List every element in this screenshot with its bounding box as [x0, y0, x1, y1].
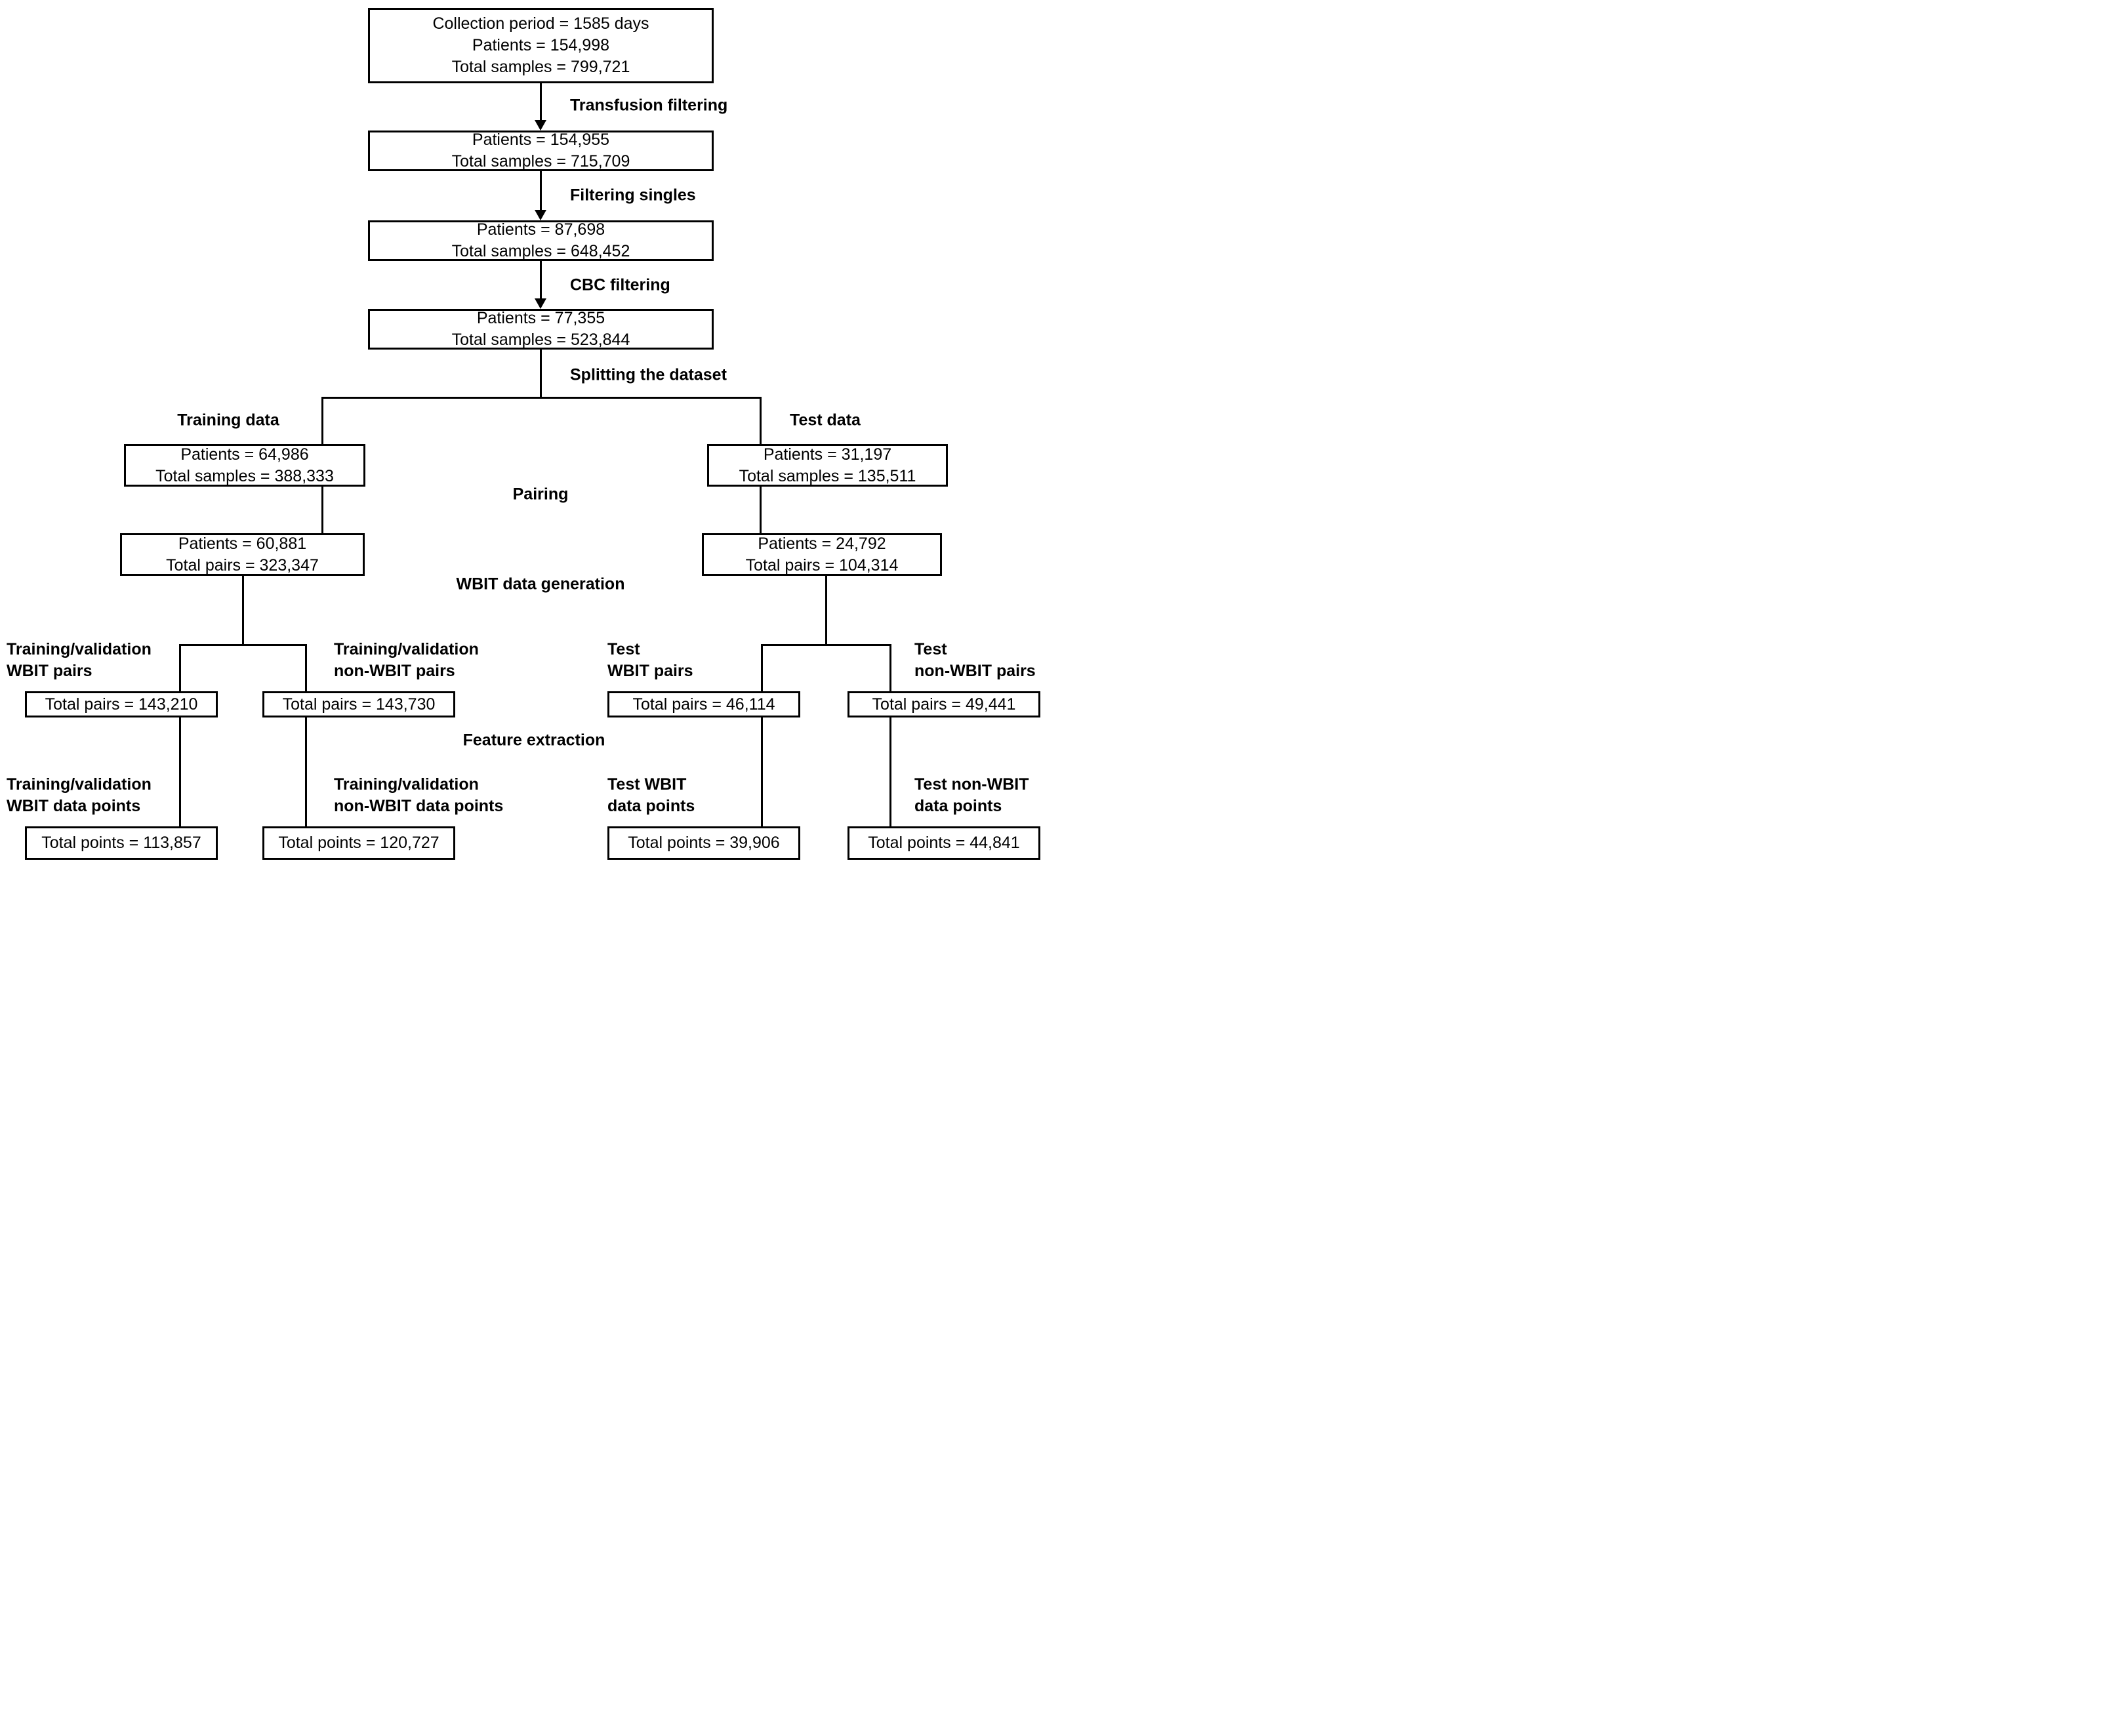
- label-line: Training/validation: [334, 640, 479, 658]
- box-line: Total points = 113,857: [41, 834, 201, 852]
- label-training-wbit-pairs: Training/validation WBIT pairs: [7, 639, 152, 682]
- connector-feature-2-line: [305, 717, 307, 826]
- box-line: Patients = 24,792: [758, 534, 886, 553]
- box-line: Total pairs = 104,314: [745, 555, 899, 575]
- split-stem-line: [540, 350, 542, 397]
- arrow-line-singles: [540, 171, 542, 210]
- box-training-nonwbit-pairs-total: Total pairs = 143,730: [262, 691, 455, 717]
- box-line: Total pairs = 323,347: [166, 555, 319, 575]
- box-line: Patients = 60,881: [178, 534, 307, 553]
- connector-feature-1-line: [179, 717, 181, 826]
- label-test-nonwbit-pairs: Test non-WBIT pairs: [914, 639, 1036, 682]
- label-line: non-WBIT data points: [334, 797, 504, 815]
- label-feature-extraction: Feature extraction: [462, 731, 605, 750]
- split-bar-line: [321, 397, 762, 399]
- label-splitting-dataset: Splitting the dataset: [570, 365, 727, 384]
- connector-feature-4-line: [889, 717, 891, 826]
- label-line: Test: [607, 640, 640, 658]
- label-training-wbit-points: Training/validation WBIT data points: [7, 774, 152, 817]
- box-line: Patients = 154,955: [472, 131, 610, 149]
- box-test-nonwbit-points-total: Total points = 44,841: [847, 826, 1040, 860]
- split-drop-training-line: [321, 397, 323, 444]
- box-line: Patients = 77,355: [476, 309, 605, 327]
- box-line: Total samples = 648,452: [451, 242, 630, 260]
- arrowhead-transfusion-icon: [535, 120, 546, 131]
- box-collection: Collection period = 1585 days Patients =…: [368, 8, 714, 83]
- label-line: Training/validation: [7, 775, 152, 794]
- training-nonwbit-drop-line: [305, 644, 307, 691]
- arrow-line-cbc: [540, 261, 542, 298]
- label-line: WBIT pairs: [7, 662, 92, 680]
- label-wbit-data-generation: WBIT data generation: [456, 575, 625, 594]
- heading-training-data: Training data: [177, 411, 279, 430]
- box-line: Total points = 44,841: [868, 834, 1020, 852]
- label-filtering-singles: Filtering singles: [570, 186, 696, 205]
- connector-test-pairs-stem-line: [825, 576, 827, 644]
- box-after-transfusion-filtering: Patients = 154,955 Total samples = 715,7…: [368, 131, 714, 171]
- box-collection-line2: Patients = 154,998: [472, 36, 610, 54]
- box-collection-line1: Collection period = 1585 days: [432, 14, 649, 33]
- box-line: Total samples = 388,333: [155, 466, 334, 485]
- label-line: data points: [914, 797, 1002, 815]
- label-line: Training/validation: [7, 640, 152, 658]
- test-wbit-drop-line: [761, 644, 763, 691]
- label-line: Test non-WBIT: [914, 775, 1029, 794]
- label-line: data points: [607, 797, 695, 815]
- flowchart-canvas: Collection period = 1585 days Patients =…: [0, 0, 1052, 868]
- label-line: WBIT data points: [7, 797, 141, 815]
- box-line: Total points = 120,727: [278, 834, 439, 852]
- box-line: Total samples = 135,511: [739, 466, 916, 485]
- box-line: Total points = 39,906: [628, 834, 780, 852]
- box-line: Patients = 87,698: [476, 220, 605, 239]
- arrowhead-cbc-icon: [535, 298, 546, 309]
- connector-training-pairs-stem-line: [242, 576, 244, 644]
- label-test-wbit-pairs: Test WBIT pairs: [607, 639, 693, 682]
- arrow-line-transfusion: [540, 83, 542, 120]
- box-line: Total pairs = 49,441: [872, 695, 1016, 714]
- box-line: Total pairs = 46,114: [632, 695, 775, 714]
- connector-feature-3-line: [761, 717, 763, 826]
- split-drop-test-line: [760, 397, 762, 444]
- label-line: non-WBIT pairs: [334, 662, 455, 680]
- test-nonwbit-drop-line: [889, 644, 891, 691]
- training-wbit-drop-line: [179, 644, 181, 691]
- box-after-singles-filtering: Patients = 87,698 Total samples = 648,45…: [368, 220, 714, 261]
- label-pairing: Pairing: [512, 485, 569, 504]
- box-test-wbit-points-total: Total points = 39,906: [607, 826, 800, 860]
- label-line: WBIT pairs: [607, 662, 693, 680]
- box-line: Total samples = 715,709: [451, 152, 630, 171]
- connector-training-to-pairs-line: [321, 487, 323, 533]
- label-line: Training/validation: [334, 775, 479, 794]
- label-line: Test: [914, 640, 947, 658]
- test-split-bar-line: [761, 644, 891, 646]
- box-collection-line3: Total samples = 799,721: [451, 58, 630, 76]
- box-test-wbit-pairs-total: Total pairs = 46,114: [607, 691, 800, 717]
- label-cbc-filtering: CBC filtering: [570, 275, 670, 294]
- connector-test-to-pairs-line: [760, 487, 762, 533]
- box-training-data: Patients = 64,986 Total samples = 388,33…: [124, 444, 365, 487]
- label-training-nonwbit-points: Training/validation non-WBIT data points: [334, 774, 503, 817]
- box-training-nonwbit-points-total: Total points = 120,727: [262, 826, 455, 860]
- box-after-cbc-filtering: Patients = 77,355 Total samples = 523,84…: [368, 309, 714, 350]
- label-line: Test WBIT: [607, 775, 687, 794]
- box-training-pairs: Patients = 60,881 Total pairs = 323,347: [120, 533, 365, 576]
- label-transfusion-filtering: Transfusion filtering: [570, 96, 728, 115]
- box-test-nonwbit-pairs-total: Total pairs = 49,441: [847, 691, 1040, 717]
- label-training-nonwbit-pairs: Training/validation non-WBIT pairs: [334, 639, 479, 682]
- box-line: Total samples = 523,844: [451, 331, 630, 349]
- box-test-pairs: Patients = 24,792 Total pairs = 104,314: [702, 533, 942, 576]
- box-line: Total pairs = 143,730: [282, 695, 436, 714]
- heading-test-data: Test data: [790, 411, 861, 430]
- training-split-bar-line: [179, 644, 307, 646]
- box-test-data: Patients = 31,197 Total samples = 135,51…: [707, 444, 948, 487]
- box-training-wbit-points-total: Total points = 113,857: [25, 826, 218, 860]
- box-line: Patients = 31,197: [763, 445, 892, 464]
- arrowhead-singles-icon: [535, 210, 546, 220]
- box-line: Patients = 64,986: [180, 445, 309, 464]
- label-test-nonwbit-points: Test non-WBIT data points: [914, 774, 1029, 817]
- box-line: Total pairs = 143,210: [45, 695, 198, 714]
- box-training-wbit-pairs-total: Total pairs = 143,210: [25, 691, 218, 717]
- label-line: non-WBIT pairs: [914, 662, 1036, 680]
- label-test-wbit-points: Test WBIT data points: [607, 774, 695, 817]
